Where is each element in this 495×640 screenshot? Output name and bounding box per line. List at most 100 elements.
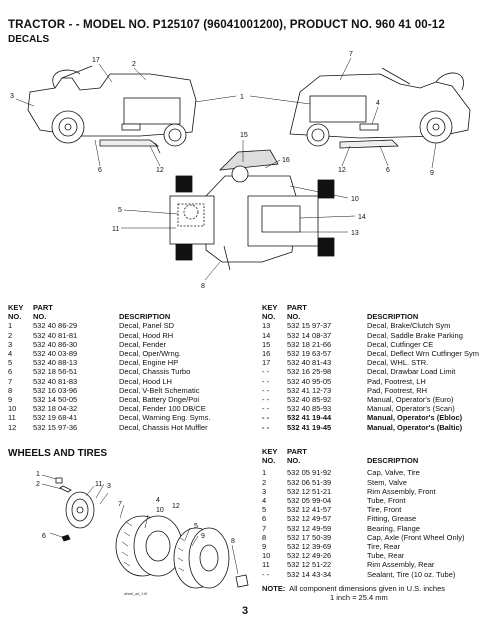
cell-desc: Decal, Oper/Wrng. [119,349,181,359]
cell-key: 7 [262,523,267,533]
cell-part: 532 18 21-66 [287,339,332,349]
callout-2: 2 [132,61,136,68]
cell-desc: Decal, Chassis Hot Muffler [119,422,208,432]
cell-part: 532 12 49-59 [287,523,332,533]
table-header: NO. NO. DESCRIPTION [262,456,419,466]
cell-part: 532 15 97-37 [287,321,332,331]
cell-desc: Cap, Valve, Tire [367,468,420,478]
cell-desc: Bearing, Flange [367,523,420,533]
cell-desc: Decal, Saddle Brake Parking [367,330,463,340]
cell-part: 532 12 49-26 [287,551,332,561]
callout-1: 1 [240,94,244,101]
cell-desc: Manual, Operator's (Ebloc) [367,413,463,423]
cell-desc: Pad, Footrest, RH [367,385,428,395]
callout-12-right: 12 [338,167,346,174]
callout-10: 10 [351,196,359,203]
valve-stem-icon [59,485,72,493]
cell-key: 14 [262,330,271,340]
callout-5: 5 [118,207,122,214]
cell-part: 532 15 97-36 [33,422,78,432]
cell-part: 532 40 88-13 [33,358,78,368]
table-row: 12 532 15 97-36 Decal, Chassis Hot Muffler [8,423,210,432]
callout-11: 11 [112,226,119,233]
cell-key: - - [262,404,270,414]
table-row: 13 532 15 97-37 Decal, Brake/Clutch Sym [262,321,479,330]
cell-desc: Decal, Warning Eng. Syms. [119,413,211,423]
table-header: NO. NO. DESCRIPTION [8,312,171,322]
cell-key: 17 [262,358,271,368]
callout-w8: 8 [231,538,235,545]
cell-part: 532 40 81-81 [33,330,78,340]
cell-key: 12 [8,422,17,432]
cell-part: 532 41 12-73 [287,385,332,395]
cell-desc: Decal, V-Belt Schematic [119,385,200,395]
callout-w3: 3 [107,483,111,490]
cell-part: 532 16 03-96 [33,385,78,395]
cell-key: 5 [8,358,13,368]
cell-desc: Decal, Cutfinger CE [367,339,434,349]
valve-cap-icon [55,477,63,484]
cell-key: 11 [262,560,270,570]
cell-desc: Decal, Panel SD [119,321,175,331]
callout-w7: 7 [118,501,122,508]
cell-desc: Manual, Operator's (Baltic) [367,422,463,432]
cell-part: 532 40 95-05 [287,376,332,386]
cell-desc: Tube, Front [367,496,406,506]
table-header: KEY PART [262,447,307,456]
callout-w2: 2 [36,481,40,488]
decals-diagram: 17 2 7 3 1 4 6 12 12 6 9 15 16 10 5 14 1… [10,51,471,290]
callout-15: 15 [240,132,248,139]
cell-key: - - [262,422,270,432]
cell-key: 5 [262,505,267,515]
cell-desc: Sealant, Tire (10 oz. Tube) [367,569,456,579]
cell-desc: Manual, Operator's (Euro) [367,395,454,405]
wheel-callouts: 1 2 11 3 7 4 10 5 9 8 6 12 wheel_art_1.t… [36,471,235,596]
callout-13: 13 [351,230,359,237]
cell-desc: Decal, Battery Dnge/Poi [119,395,200,405]
table-header: NO. NO. DESCRIPTION [262,312,419,322]
cell-desc: Decal, WHL. STR. [367,358,429,368]
decal-callouts: 17 2 7 3 1 4 6 12 12 6 9 15 16 10 5 14 1… [10,51,434,290]
cell-desc: Decal, Brake/Clutch Sym [367,321,451,331]
callout-w6: 6 [42,533,46,540]
callout-w5: 5 [194,523,198,530]
cell-key: 16 [262,349,271,359]
callout-w10: 10 [156,507,164,514]
callout-16: 16 [282,157,290,164]
cell-key: 10 [8,404,17,414]
cell-part: 532 12 39-69 [287,542,332,552]
callout-w4: 4 [156,497,160,504]
cell-key: - - [262,413,270,423]
section-title-decals: DECALS [8,34,50,45]
cell-desc: Tire, Front [367,505,402,515]
cell-part: 532 41 19-44 [287,413,332,423]
cell-part: 532 19 68-41 [33,413,78,423]
cell-part: 532 14 43-34 [287,569,332,579]
table-header: KEY PART [8,303,53,312]
cell-key: 13 [262,321,271,331]
